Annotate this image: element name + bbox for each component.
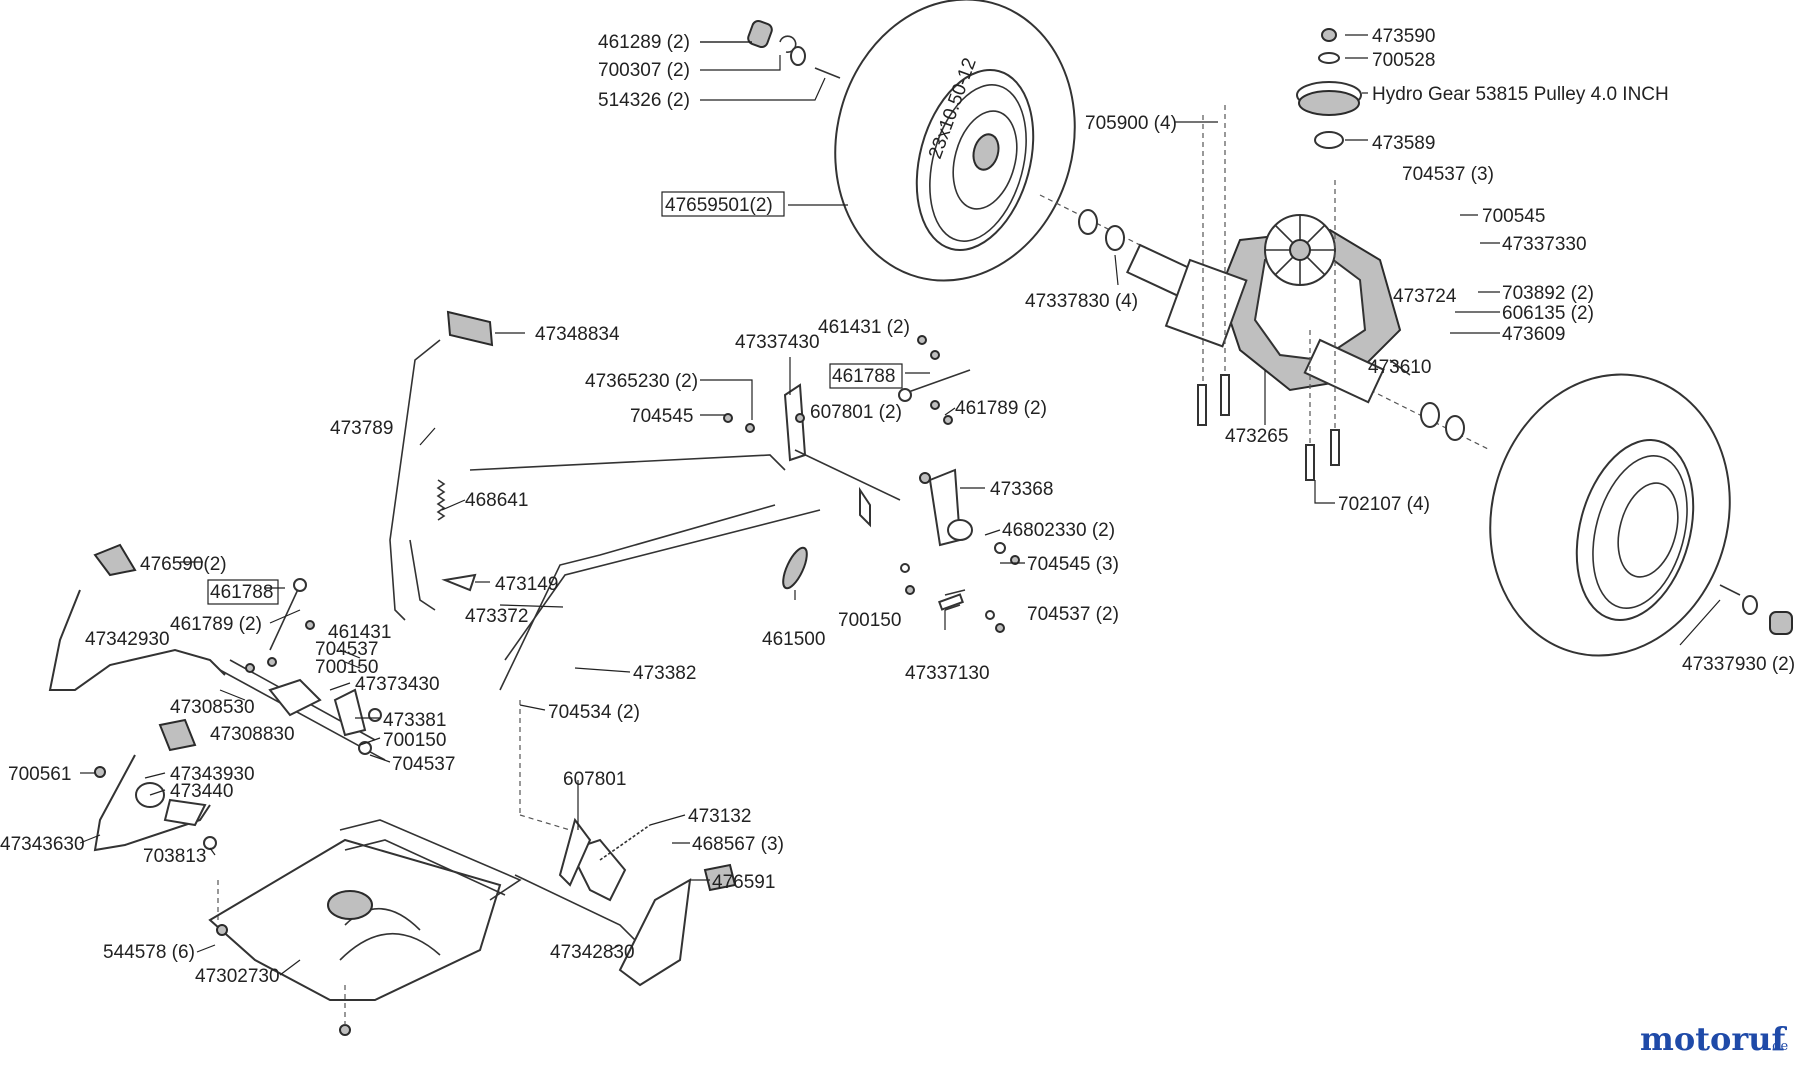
part-labels: 461289 (2) 700307 (2) 514326 (2) 4765950… <box>0 26 1795 987</box>
label-47337330: 47337330 <box>1502 234 1587 255</box>
label-544578: 544578 (6) <box>103 942 195 963</box>
label-461789-left: 461789 (2) <box>170 614 262 635</box>
label-473590: 473590 <box>1372 26 1435 47</box>
label-47343630: 47343630 <box>0 834 85 855</box>
upper-wheel: 23x10.50-12 <box>834 0 1076 282</box>
logo-text: motoruf <box>1640 1020 1787 1058</box>
label-47308530: 47308530 <box>170 697 255 718</box>
label-704537-bottom: 704537 <box>392 754 455 775</box>
label-473149: 473149 <box>495 574 558 595</box>
label-468567: 468567 (3) <box>692 834 784 855</box>
upper-hub-parts <box>747 19 841 79</box>
label-461289: 461289 (2) <box>598 32 690 53</box>
label-461431-left: 461431 <box>328 622 391 643</box>
label-700561: 700561 <box>8 764 71 785</box>
label-461789-top: 461789 (2) <box>955 398 1047 419</box>
label-606135: 606135 (2) <box>1502 303 1594 324</box>
label-700307: 700307 (2) <box>598 60 690 81</box>
label-461500: 461500 <box>762 629 825 650</box>
lower-hub-parts <box>1719 584 1793 635</box>
label-514326: 514326 (2) <box>598 90 690 111</box>
label-47337830: 47337830 (4) <box>1025 291 1138 312</box>
label-476590: 476590(2) <box>140 554 227 575</box>
label-47337130: 47337130 <box>905 663 990 684</box>
label-47308830: 47308830 <box>210 724 295 745</box>
label-473265: 473265 <box>1225 426 1288 447</box>
label-473368: 473368 <box>990 479 1053 500</box>
linkage <box>48 310 1020 1036</box>
label-473382: 473382 <box>633 663 696 684</box>
label-47365230: 47365230 (2) <box>585 371 698 392</box>
label-461788-left: 461788 <box>210 582 273 603</box>
label-473372: 473372 <box>465 606 528 627</box>
label-47342830: 47342830 <box>550 942 635 963</box>
label-700545: 700545 <box>1482 206 1545 227</box>
label-473381: 473381 <box>383 710 446 731</box>
label-47348834: 47348834 <box>535 324 620 345</box>
label-476591: 476591 <box>712 872 775 893</box>
label-607801-2: 607801 (2) <box>810 402 902 423</box>
label-473610: 473610 <box>1368 357 1431 378</box>
label-473132: 473132 <box>688 806 751 827</box>
label-468641: 468641 <box>465 490 528 511</box>
label-47302730: 47302730 <box>195 966 280 987</box>
label-702107: 702107 (4) <box>1338 494 1430 515</box>
label-473440: 473440 <box>170 781 233 802</box>
label-700150-bottom: 700150 <box>383 730 446 751</box>
label-47343930: 47343930 <box>170 764 255 785</box>
label-47337430: 47337430 <box>735 332 820 353</box>
label-47373430: 47373430 <box>355 674 440 695</box>
label-704545-3: 704545 (3) <box>1027 554 1119 575</box>
label-473589: 473589 <box>1372 133 1435 154</box>
logo-suffix: .de <box>1768 1039 1788 1054</box>
transaxle <box>1125 214 1411 404</box>
label-704537-2: 704537 (2) <box>1027 604 1119 625</box>
label-47337930: 47337930 (2) <box>1682 654 1795 675</box>
label-pulley: Hydro Gear 53815 Pulley 4.0 INCH <box>1372 84 1669 105</box>
label-703813: 703813 <box>143 846 206 867</box>
label-47342930: 47342930 <box>85 629 170 650</box>
label-704537-3: 704537 (3) <box>1402 164 1494 185</box>
label-704537-left: 704537 <box>315 639 378 660</box>
label-473609: 473609 <box>1502 324 1565 345</box>
label-704534: 704534 (2) <box>548 702 640 723</box>
label-607801: 607801 <box>563 769 626 790</box>
label-473789: 473789 <box>330 418 393 439</box>
label-703892: 703892 (2) <box>1502 283 1594 304</box>
label-700150-mid: 700150 <box>838 610 901 631</box>
label-704545: 704545 <box>630 406 693 427</box>
lower-wheel <box>1489 373 1731 657</box>
label-705900: 705900 (4) <box>1085 113 1177 134</box>
site-logo: motoruf .de <box>1640 1020 1788 1058</box>
label-700150-left: 700150 <box>315 657 378 678</box>
label-461431-2: 461431 (2) <box>818 317 910 338</box>
label-461788-top: 461788 <box>832 366 895 387</box>
label-473724: 473724 <box>1393 286 1457 307</box>
pulley-stack <box>1296 28 1362 149</box>
label-47659501: 47659501(2) <box>665 195 773 216</box>
label-700528: 700528 <box>1372 50 1435 71</box>
label-46802330: 46802330 (2) <box>1002 520 1115 541</box>
